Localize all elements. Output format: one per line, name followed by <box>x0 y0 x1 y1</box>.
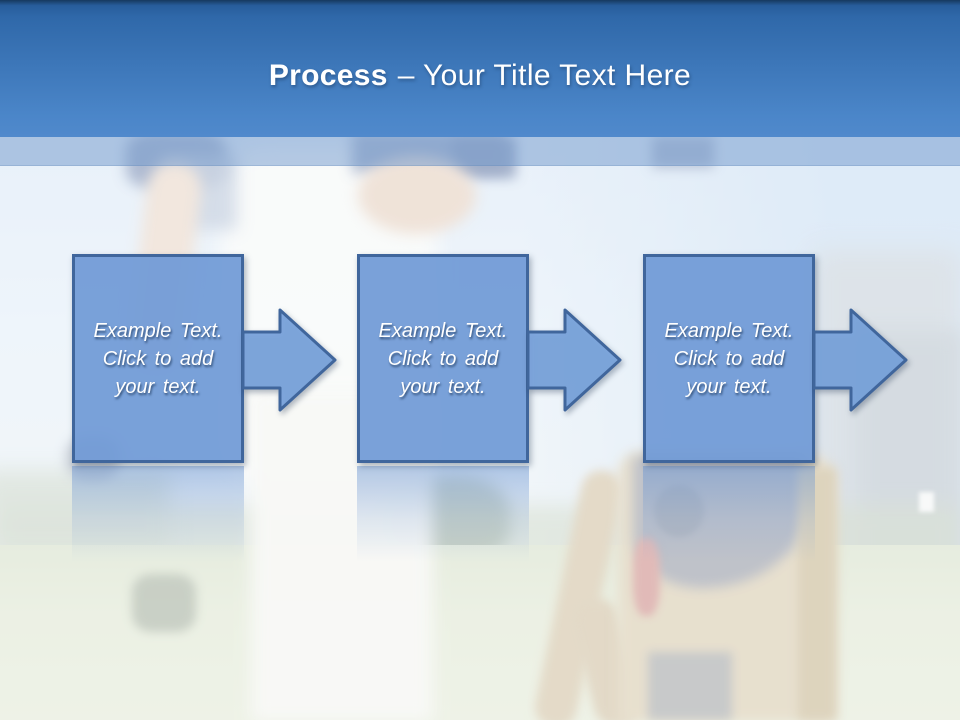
arrow-right-shape-2 <box>527 308 622 412</box>
process-box-2[interactable]: Example Text. Click to add your text. <box>357 254 529 463</box>
process-box-3[interactable]: Example Text. Click to add your text. <box>643 254 815 463</box>
box-reflection <box>643 466 815 562</box>
process-box-1-text: Example Text. Click to add your text. <box>93 319 223 398</box>
title-keyword: Process <box>268 58 388 92</box>
page-title: Process – Your Title Text Here <box>269 45 691 93</box>
title-bar: Process – Your Title Text Here <box>0 0 960 137</box>
arrow-right-shape-3 <box>813 308 908 412</box>
process-box-2-text: Example Text. Click to add your text. <box>378 319 508 398</box>
golf-bag-clasp <box>648 652 732 720</box>
header-translucent-band <box>0 137 960 166</box>
distant-object <box>132 574 196 632</box>
golfer-right-arm <box>358 156 476 234</box>
arrow-right-shape-1 <box>242 308 337 412</box>
process-box-3-text: Example Text. Click to add your text. <box>664 319 794 398</box>
box-reflection <box>357 466 529 562</box>
golf-flag <box>919 492 934 512</box>
process-box-1[interactable]: Example Text. Click to add your text. <box>72 254 244 463</box>
title-subtitle: – Your Title Text Here <box>397 58 692 92</box>
box-reflection <box>72 466 244 562</box>
